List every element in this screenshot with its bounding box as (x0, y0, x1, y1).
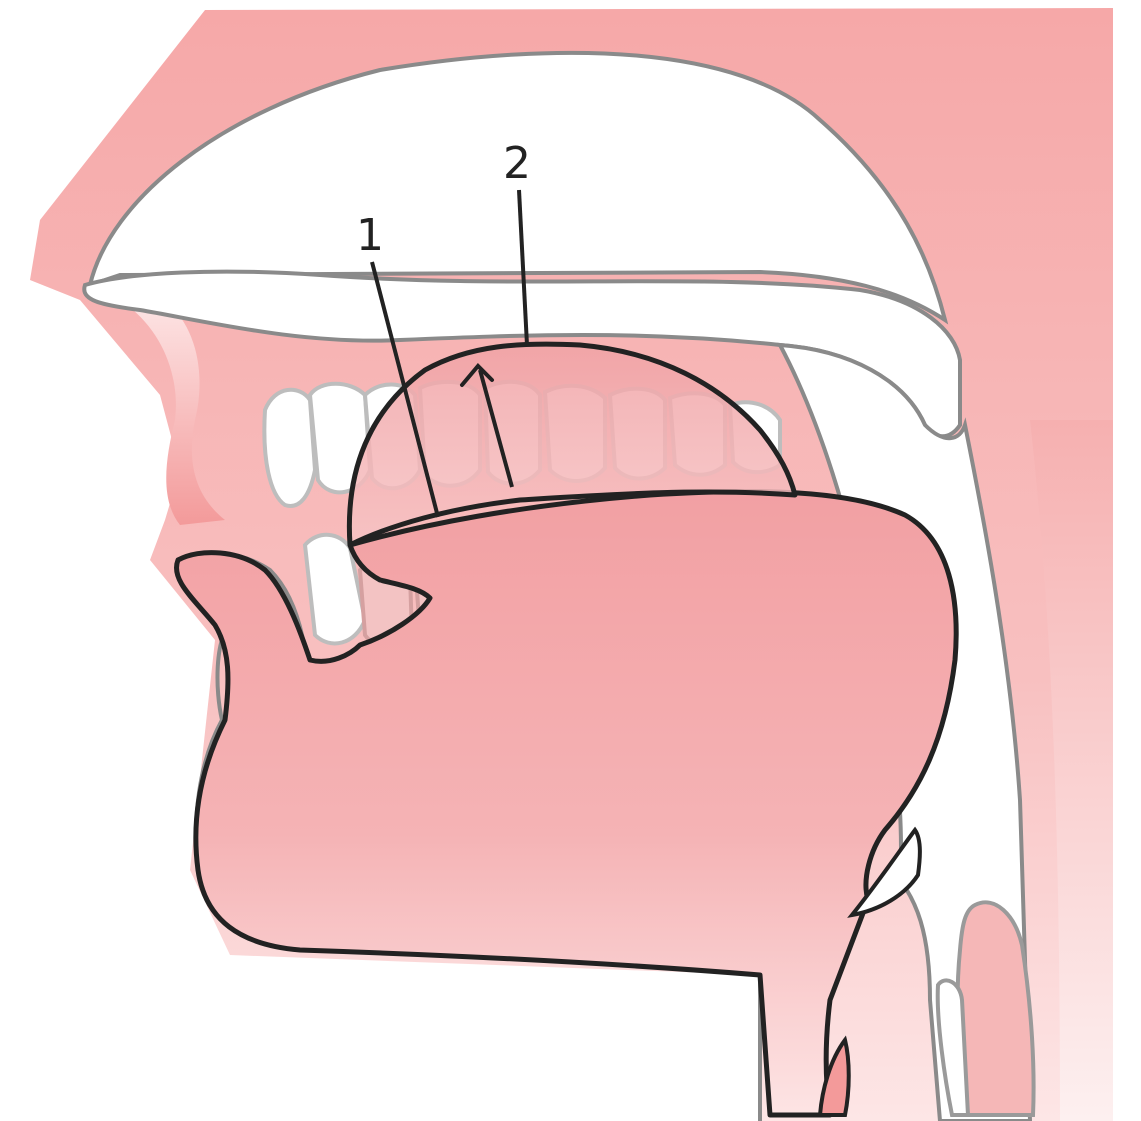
label-1: 1 (356, 210, 384, 261)
label-2: 2 (503, 138, 531, 189)
